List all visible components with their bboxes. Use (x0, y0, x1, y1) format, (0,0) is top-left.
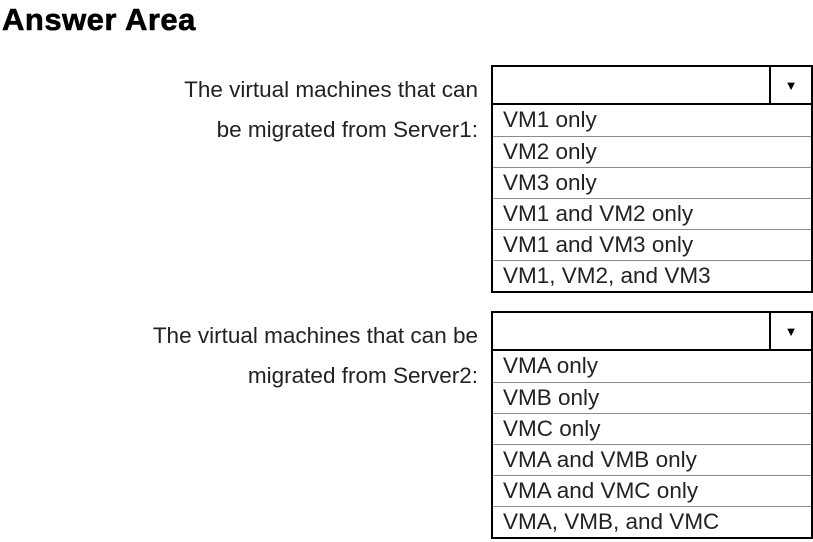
question-2-option-vma-vmb-and-vmc[interactable]: VMA, VMB, and VMC (493, 506, 811, 537)
question-1-option-vm1-only[interactable]: VM1 only (503, 107, 597, 132)
question-1-option-vm1-vm2-and-vm3[interactable]: VM1, VM2, and VM3 (493, 260, 811, 291)
question-1-option-vm3-only[interactable]: VM3 only (493, 167, 811, 198)
question-2-dropdown: ▼ VMA only VMB only VMC only VMA and VMB… (491, 311, 813, 539)
question-1-option-vm1-and-vm3-only[interactable]: VM1 and VM3 only (493, 229, 811, 260)
question-2-label: The virtual machines that can be migrate… (0, 311, 491, 396)
dropdown-arrow-icon: ▼ (784, 323, 798, 339)
question-1-label: The virtual machines that can be migrate… (0, 65, 491, 150)
question-1-label-line-1: The virtual machines that can (184, 77, 478, 102)
question-1-select-value (493, 67, 769, 103)
question-1-select-arrow-button[interactable]: ▼ (769, 67, 811, 103)
question-2-options-list: VMA only VMB only VMC only VMA and VMB o… (491, 351, 813, 539)
question-2-select[interactable]: ▼ (491, 311, 813, 351)
question-2-option-vma-and-vmc-only[interactable]: VMA and VMC only (493, 475, 811, 506)
question-2-option-vmc-only[interactable]: VMC only (493, 413, 811, 444)
question-1-options-list: VM1 only VM2 only VM3 only VM1 and VM2 o… (491, 105, 813, 293)
question-2-option-vma-only[interactable]: VMA only (503, 353, 599, 378)
question-2-select-value (493, 313, 769, 349)
question-row-server2: The virtual machines that can be migrate… (0, 311, 813, 539)
question-row-server1: The virtual machines that can be migrate… (0, 65, 813, 293)
question-1-option-vm1-and-vm2-only[interactable]: VM1 and VM2 only (493, 198, 811, 229)
question-2-label-line-1: The virtual machines that can be (152, 323, 478, 348)
question-2-label-line-2: migrated from Server2: (247, 363, 478, 388)
question-1-option-vm2-only[interactable]: VM2 only (493, 136, 811, 167)
question-2-select-arrow-button[interactable]: ▼ (769, 313, 811, 349)
question-1-dropdown: ▼ VM1 only VM2 only VM3 only VM1 and VM2… (491, 65, 813, 293)
question-1-select[interactable]: ▼ (491, 65, 813, 105)
dropdown-arrow-icon: ▼ (784, 77, 798, 93)
question-1-label-line-2: be migrated from Server1: (216, 117, 478, 142)
question-2-option-vma-and-vmb-only[interactable]: VMA and VMB only (493, 444, 811, 475)
question-2-option-vmb-only[interactable]: VMB only (493, 382, 811, 413)
page-title: Answer Area (2, 2, 196, 38)
